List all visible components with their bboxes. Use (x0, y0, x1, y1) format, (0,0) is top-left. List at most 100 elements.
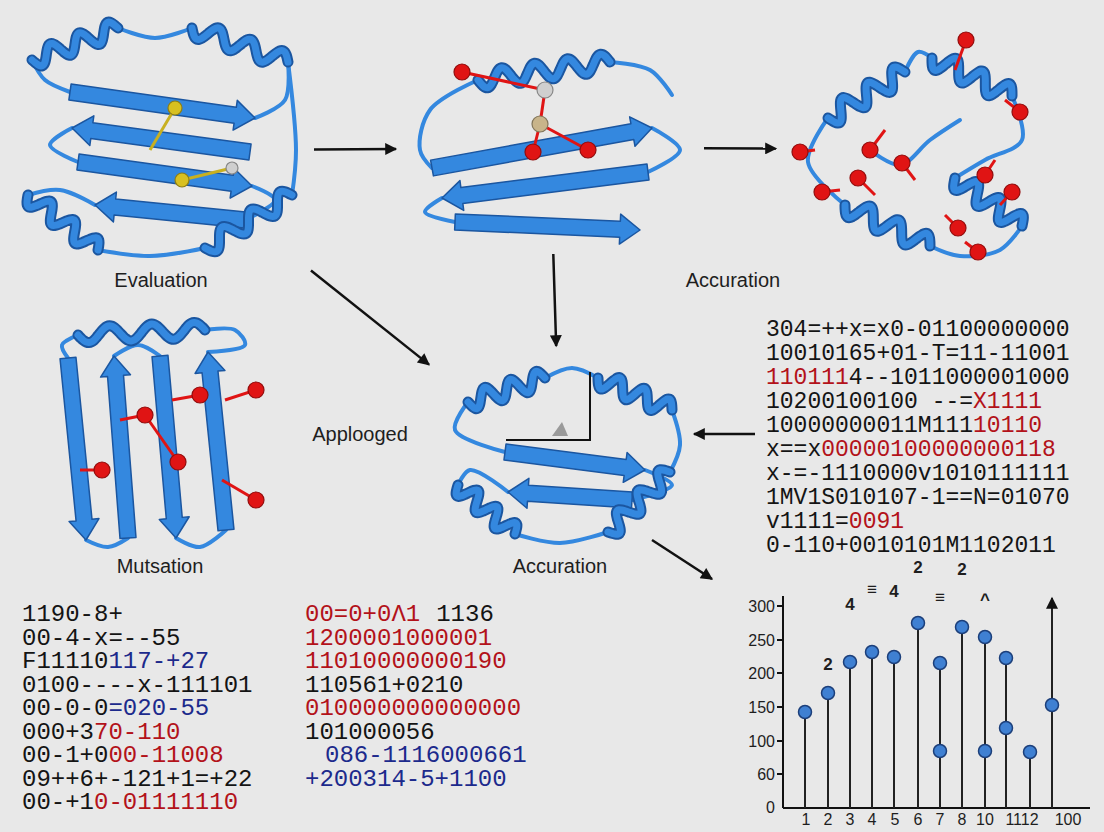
flow-arrow (553, 254, 556, 346)
lollipop-chart (777, 596, 1090, 808)
bracket-line (506, 372, 590, 440)
point-annotation: 4 (889, 582, 898, 602)
helix-ribbon (205, 191, 292, 252)
code-line: x-=-1110000v1010111111 (766, 462, 1070, 486)
label-holder: Applooged (312, 422, 408, 446)
axis-tick-label: 4 (868, 810, 877, 829)
axis-tick-label: 300 (748, 597, 775, 616)
flow-arrow (314, 148, 396, 151)
code-fragment: 11010000000190 (305, 648, 507, 675)
label-holder: 150 (748, 698, 775, 717)
code-line: 1101114--1011000001000 (766, 366, 1070, 390)
atom-ball (814, 184, 830, 200)
axis-tick (777, 639, 783, 641)
helix-ribbon (456, 485, 517, 534)
flow-arrow (694, 433, 755, 436)
beta-strand (77, 154, 252, 198)
beta-strand (504, 444, 645, 482)
code-line: 1MV1S010107-1==N=01070 (766, 486, 1070, 510)
code-line: x==x00000100000000118 (766, 438, 1056, 462)
code-fragment: 00000100000000118 (821, 437, 1056, 463)
axis-tick (777, 605, 783, 607)
code-line: +200314-5+1100 (305, 768, 507, 792)
beta-strand (442, 164, 649, 210)
code-line: 00=0+0Λ11136 (305, 603, 494, 627)
atom-ball (170, 454, 186, 470)
label-holder: 4 (845, 595, 854, 615)
code-fragment: X1111 (973, 389, 1042, 415)
data-dot (912, 617, 925, 630)
helix-outline (468, 371, 545, 408)
data-dot (956, 621, 969, 634)
atom-ball (192, 387, 208, 403)
helix-outline (608, 470, 670, 535)
atom-ball (1012, 104, 1028, 120)
axis-tick-label: 1112 (1005, 810, 1038, 829)
axis-tick-label: 6 (914, 810, 923, 829)
coil-loop (205, 328, 245, 352)
beta-strand (195, 352, 234, 531)
axis-tick-label: 150 (748, 698, 775, 717)
code-fragment: 1136 (436, 601, 494, 628)
axis-tick-label: 7 (936, 810, 945, 829)
code-line: 10200100100 --=X1111 (766, 390, 1042, 414)
atom-ball (137, 407, 153, 423)
helix-outline (205, 191, 292, 252)
atom-ball (1004, 184, 1020, 200)
code-line: 10000000011M11110110 (766, 414, 1042, 438)
label-holder: 2 (913, 558, 922, 578)
axis-ticks (777, 606, 783, 774)
coil-loop (114, 345, 160, 356)
code-fragment: 1190-8+ (22, 601, 123, 628)
code-fragment: 0-01111110 (94, 789, 238, 816)
protein-structure (790, 30, 1030, 268)
code-line: 101000056 (305, 721, 435, 745)
code-fragment: 1200001000001 (305, 625, 492, 652)
atom-ball (792, 144, 808, 160)
helix-ribbon (598, 378, 672, 411)
code-line: 010000000000000 (305, 697, 521, 721)
label-holder: 60 (757, 765, 775, 784)
helix-ribbon (192, 28, 288, 62)
code-fragment: 000+3 (22, 719, 94, 746)
coil-loop (98, 248, 205, 256)
structure-label: Mutsation (117, 555, 204, 578)
atom-ball (850, 170, 866, 186)
axis-tick-label: 5 (891, 810, 900, 829)
data-dot (1000, 722, 1013, 735)
axis-tick-label: 10 (976, 810, 994, 829)
label-holder: 8 (958, 810, 967, 829)
code-fragment: 304=++x=x0-01100000000 (766, 317, 1070, 343)
atom-ball (977, 167, 993, 183)
code-line: 00-+10-01111110 (22, 791, 238, 815)
data-dot (979, 745, 992, 758)
code-fragment: 0-110+0010101M1102011 (766, 533, 1056, 559)
atom-ball (580, 142, 596, 158)
helix-outline (828, 67, 905, 123)
code-fragment: x==x (766, 437, 821, 463)
data-dot (1046, 699, 1059, 712)
code-line: 0100----x-111101 (22, 674, 252, 698)
label-holder: 4 (889, 582, 898, 602)
code-fragment: 010000000000000 (305, 695, 521, 722)
lollipop-stem (1029, 752, 1031, 808)
protein-ribbon (455, 368, 680, 543)
label-holder: ≡ (867, 580, 877, 600)
code-fragment: F11110 (22, 648, 108, 675)
coil-loop (648, 128, 680, 172)
protein-ribbon (420, 54, 680, 244)
data-dot (866, 646, 879, 659)
point-annotation: 4 (845, 595, 854, 615)
code-fragment: 10010165+01-T=11-11001 (766, 341, 1070, 367)
data-dot (934, 745, 947, 758)
atom-ball (537, 82, 553, 98)
atom-ball (226, 162, 238, 174)
atom-ball (862, 142, 878, 158)
lollipop-stem (871, 652, 873, 808)
code-fragment: 101000056 (305, 719, 435, 746)
code-fragment: v1111= (766, 509, 849, 535)
protein-ribbon (792, 32, 1028, 260)
atom-ball (894, 155, 910, 171)
atom-ball (958, 32, 974, 48)
stage-label: Accuration (686, 268, 781, 292)
